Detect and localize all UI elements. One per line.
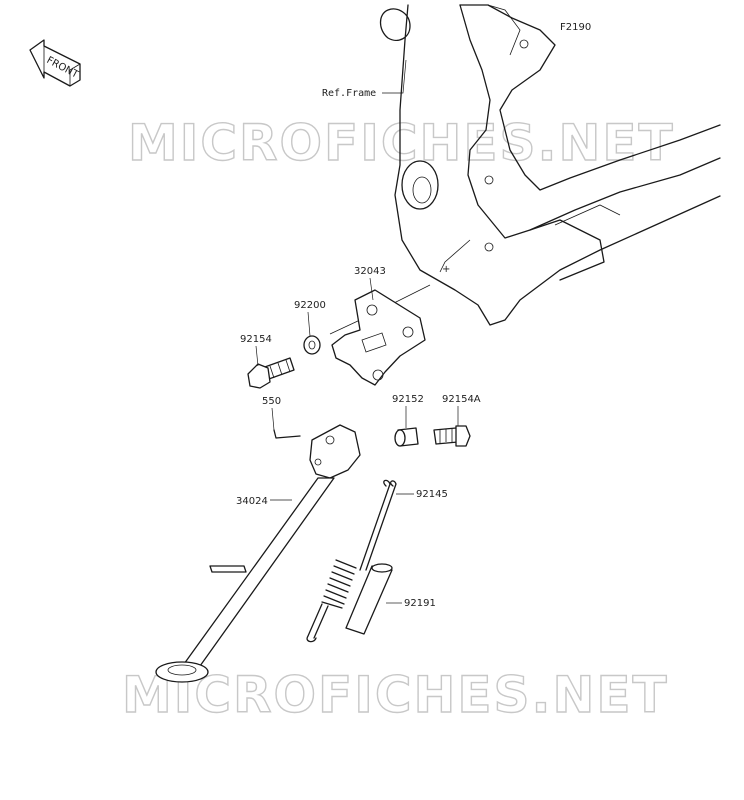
part-32043-bracket	[331, 289, 426, 386]
diagram-code: F2190	[560, 22, 591, 33]
part-label-550: 550	[262, 396, 281, 407]
part-34024-side-stand	[155, 424, 361, 683]
part-label-92200: 92200	[294, 300, 326, 311]
part-92154-bolt	[247, 357, 295, 389]
part-label-92191: 92191	[404, 598, 436, 609]
part-label-92154: 92154	[240, 334, 272, 345]
frame-mark: +	[442, 264, 450, 275]
reference-frame: +	[379, 4, 721, 326]
part-label-92152: 92152	[392, 394, 424, 405]
ref-frame-label: Ref.Frame	[322, 88, 376, 99]
part-label-32043: 32043	[354, 266, 386, 277]
part-92200-washer	[303, 335, 321, 355]
part-92145-spring	[306, 479, 397, 643]
part-92154A-bolt	[433, 425, 471, 447]
part-label-34024: 34024	[236, 496, 268, 507]
watermark-top: MICROFICHES.NET	[128, 114, 675, 172]
watermark-bottom: MICROFICHES.NET	[122, 666, 669, 724]
part-label-92145: 92145	[416, 489, 448, 500]
front-arrow-icon: FRONT	[29, 39, 81, 87]
part-550-cotter-pin	[273, 429, 301, 439]
part-92152-collar	[394, 427, 419, 447]
part-92191-cover	[345, 563, 393, 635]
part-label-92154A: 92154A	[442, 394, 481, 405]
